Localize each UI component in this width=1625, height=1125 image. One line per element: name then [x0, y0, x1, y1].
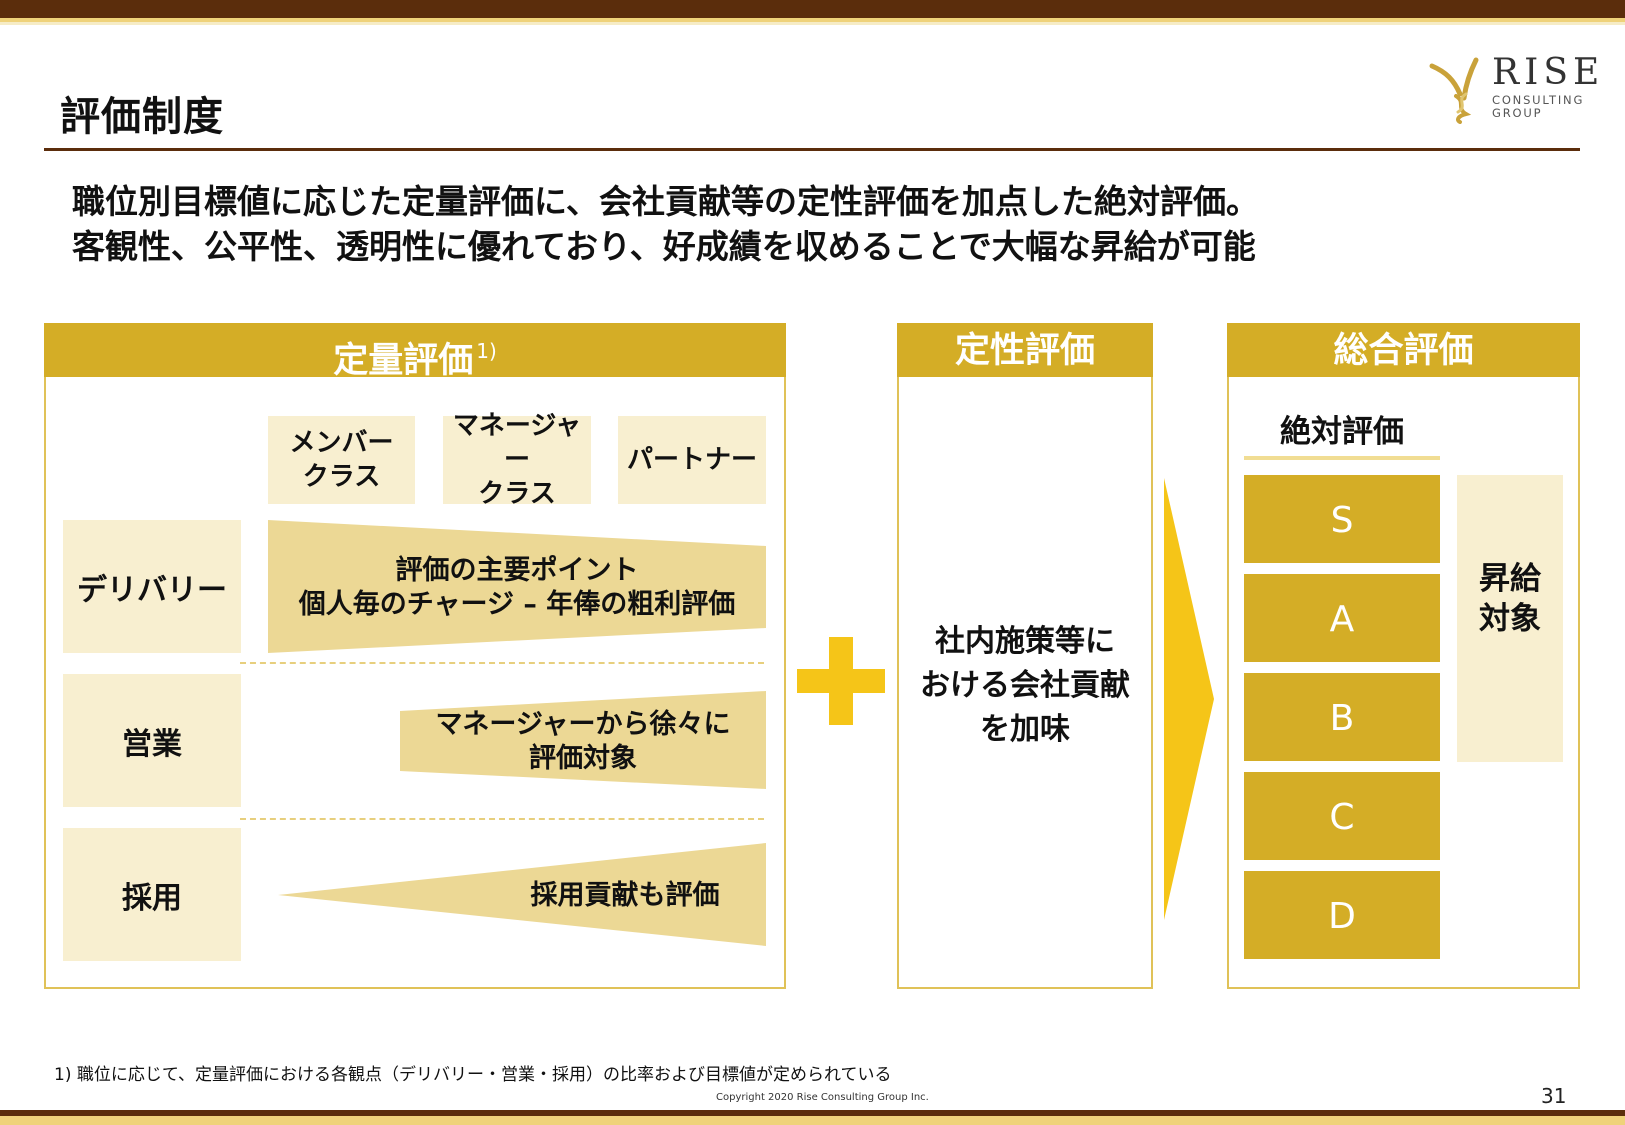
footnote: 1) 職位に応じて、定量評価における各観点（デリバリー・営業・採用）の比率および…	[54, 1065, 892, 1085]
row-header-sales: 営業	[63, 674, 241, 807]
arrow-right-icon	[1164, 478, 1214, 920]
lead-line-2: 客観性、公平性、透明性に優れており、好成績を収めることで大幅な昇給が可能	[72, 227, 1256, 266]
grade-s: S	[1244, 475, 1440, 563]
plus-icon	[797, 637, 885, 725]
rise-logo-mark-icon	[1429, 57, 1479, 124]
top-band-gold	[0, 18, 1625, 22]
page-title: 評価制度	[60, 94, 224, 140]
raise-target-line2: 対象	[1479, 600, 1541, 637]
grade-d: D	[1244, 871, 1440, 959]
raise-target-text: 昇給 対象	[1479, 559, 1541, 639]
column-header-member-label: メンバー クラス	[289, 428, 394, 492]
logo-sub-line2: GROUP	[1492, 106, 1543, 120]
delivery-text: 評価の主要ポイント 個人毎のチャージ – 年俸の粗利評価	[268, 554, 766, 622]
title-divider	[44, 148, 1580, 151]
bottom-band-gold	[0, 1116, 1625, 1125]
row-header-delivery: デリバリー	[63, 520, 241, 653]
column-header-manager-label: マネージャー クラス	[452, 411, 582, 509]
qualitative-header: 定性評価	[897, 323, 1153, 377]
qualitative-panel	[897, 377, 1153, 989]
delivery-weight-shape	[268, 520, 766, 653]
row-separator	[240, 662, 764, 664]
quantitative-header-note: 1)	[476, 339, 497, 363]
bottom-band-dark	[0, 1110, 1625, 1116]
sales-text-line1: マネージャーから徐々に	[435, 709, 731, 740]
logo-name: RISE	[1492, 52, 1605, 93]
top-band-dark	[0, 0, 1625, 18]
recruiting-weight-shape	[278, 843, 766, 946]
recruiting-text: 採用貢献も評価	[530, 880, 720, 911]
delivery-text-line1: 評価の主要ポイント	[395, 555, 639, 586]
top-band-cream	[0, 22, 1625, 25]
delivery-text-line2: 個人毎のチャージ – 年俸の粗利評価	[298, 589, 736, 620]
copyright: Copyright 2020 Rise Consulting Group Inc…	[716, 1092, 929, 1103]
row-header-recruiting-label: 採用	[122, 880, 182, 916]
page-number: 31	[1541, 1084, 1567, 1108]
quantitative-header-label: 定量評価	[333, 341, 474, 381]
grade-b: B	[1244, 673, 1440, 761]
qualitative-text-line3: を加味	[980, 712, 1070, 747]
qualitative-text-line2: おける会社貢献	[920, 668, 1130, 703]
grade-a: A	[1244, 574, 1440, 662]
sales-text: マネージャーから徐々に 評価対象	[400, 708, 766, 776]
logo-subtitle: CONSULTING GROUP	[1492, 94, 1584, 120]
raise-target-box: 昇給 対象	[1457, 475, 1563, 762]
overall-header: 総合評価	[1227, 323, 1580, 377]
column-header-manager: マネージャー クラス	[443, 411, 591, 509]
column-header-partner: パートナー	[618, 416, 766, 504]
row-separator	[240, 818, 764, 820]
sales-weight-shape	[400, 691, 766, 789]
lead-line-1: 職位別目標値に応じた定量評価に、会社貢献等の定性評価を加点した絶対評価。	[72, 182, 1260, 221]
row-header-sales-label: 営業	[122, 726, 182, 762]
qualitative-text-line1: 社内施策等に	[935, 624, 1115, 659]
column-header-partner-label: パートナー	[626, 445, 757, 475]
grade-c: C	[1244, 772, 1440, 860]
sales-text-line2: 評価対象	[529, 743, 637, 774]
qualitative-text: 社内施策等に おける会社貢献 を加味	[897, 620, 1153, 752]
column-header-member: メンバー クラス	[268, 416, 415, 504]
row-header-delivery-label: デリバリー	[77, 572, 227, 608]
absolute-evaluation-underline	[1244, 456, 1440, 460]
raise-target-line1: 昇給	[1479, 560, 1541, 597]
absolute-evaluation-label: 絶対評価	[1280, 414, 1404, 450]
row-header-recruiting: 採用	[63, 828, 241, 961]
logo-sub-line1: CONSULTING	[1492, 93, 1585, 107]
